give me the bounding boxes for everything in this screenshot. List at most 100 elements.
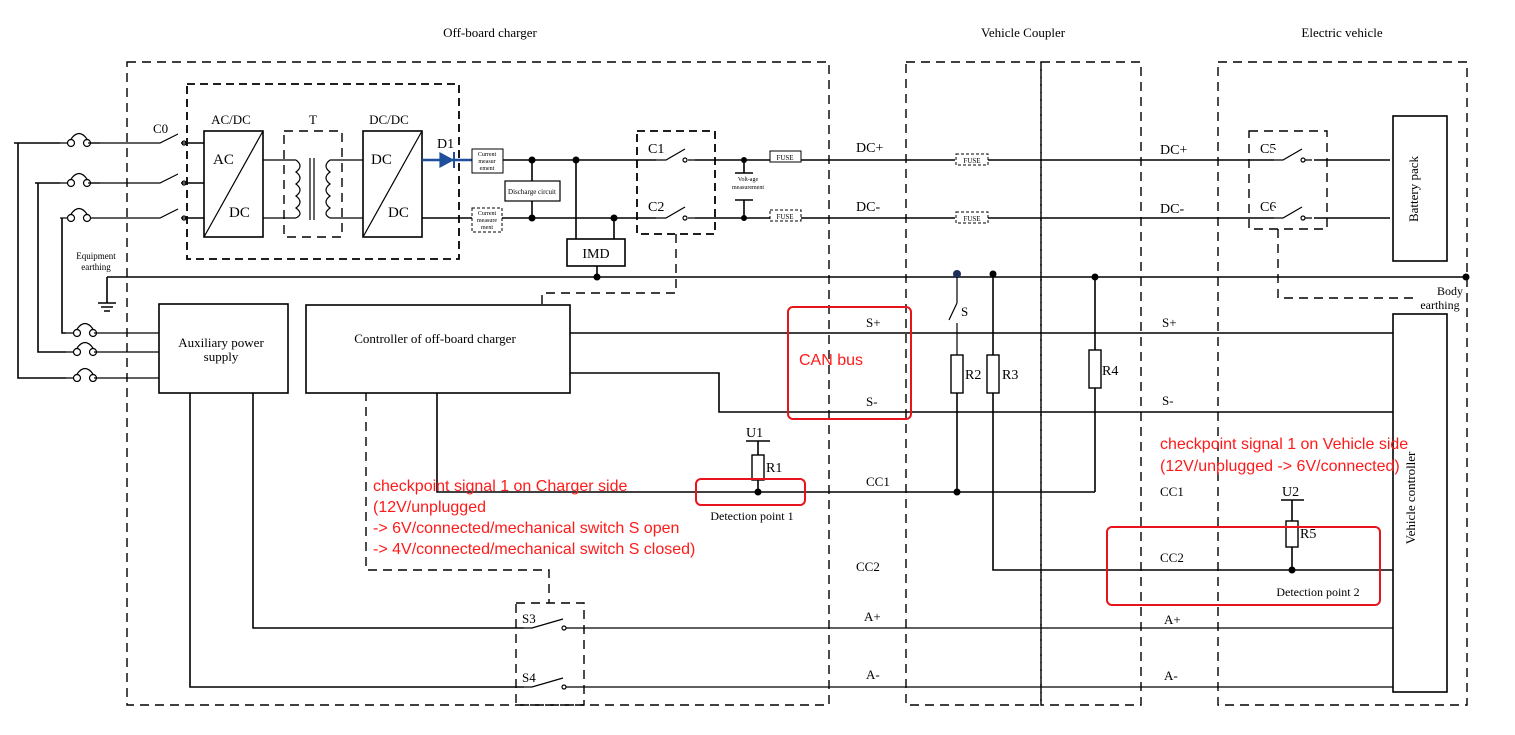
svg-text:measure: measure <box>477 218 497 224</box>
ac-input-wiring <box>14 132 204 383</box>
dc-minus-label-charger: DC- <box>856 200 880 215</box>
charger-controller <box>305 304 571 394</box>
dcdc-dc-bottom-label: DC <box>388 205 409 221</box>
cc2-label-vehicle: CC2 <box>1160 550 1184 565</box>
can-bus-annotation: CAN bus <box>799 352 863 369</box>
coupler-boundary-left <box>905 61 1042 706</box>
cc1-line <box>436 393 1095 493</box>
c1-c2-contactor-box <box>636 130 716 235</box>
dc-minus-label-vehicle: DC- <box>1160 202 1184 217</box>
imd-dashed-link <box>541 234 677 305</box>
svg-text:FUSE: FUSE <box>776 213 793 221</box>
section-title-vehicle: Electric vehicle <box>1301 25 1382 40</box>
svg-text:ement: ement <box>480 166 495 172</box>
imd-box <box>566 238 626 267</box>
c6-label: C6 <box>1260 200 1276 215</box>
svg-text:Current: Current <box>478 211 497 217</box>
battery-pack-label: Battery pack <box>1406 155 1421 222</box>
charger-side-line-3: -> 6V/connected/mechanical switch S open <box>373 520 679 537</box>
vehicle-boundary <box>1217 61 1468 706</box>
svg-text:R3: R3 <box>1002 368 1018 383</box>
resistor-r2 <box>950 354 964 394</box>
svg-text:R5: R5 <box>1300 527 1316 542</box>
detection-point-1-label: Detection point 1 <box>710 509 793 523</box>
svg-text:Discharge circuit: Discharge circuit <box>508 188 556 196</box>
svg-text:measur: measur <box>478 159 495 165</box>
detection-point-1-highlight <box>695 478 806 506</box>
current-measurement-2 <box>471 207 503 233</box>
s3-s4-switch-box <box>515 602 585 706</box>
equipment-earthing-label-1: Equipment <box>76 251 116 261</box>
svg-text:R1: R1 <box>766 461 782 476</box>
svg-text:supply: supply <box>204 349 239 364</box>
fuse-dc-minus-charger <box>769 209 802 222</box>
dc-plus-label-charger: DC+ <box>856 141 883 156</box>
switch-s-label: S <box>961 304 968 319</box>
can-bus-highlight <box>787 306 912 420</box>
charger-side-line-4: -> 4V/connected/mechanical switch S clos… <box>373 541 695 558</box>
dc-plus-label-vehicle: DC+ <box>1160 143 1187 158</box>
d1-label: D1 <box>437 137 454 152</box>
a-plus-line <box>252 393 524 629</box>
svg-text:ment: ment <box>481 225 493 231</box>
battery-pack <box>1392 115 1448 262</box>
charger-side-line-1: checkpoint signal 1 on Charger side <box>373 478 627 495</box>
vehicle-controller <box>1392 313 1448 693</box>
aux-power-supply <box>158 303 289 394</box>
svg-text:measurement: measurement <box>732 185 764 191</box>
svg-text:FUSE: FUSE <box>963 215 980 223</box>
cc1-label-vehicle: CC1 <box>1160 484 1184 499</box>
svg-text:Auxiliary power: Auxiliary power <box>178 335 264 350</box>
c5-c6-dashed-link <box>1277 229 1415 299</box>
resistor-r1 <box>751 454 765 481</box>
section-title-coupler: Vehicle Coupler <box>981 25 1066 40</box>
c2-label: C2 <box>648 200 664 215</box>
fuse-dc-minus-coupler <box>955 211 989 224</box>
charger-boundary <box>126 61 830 706</box>
detection-point-2-label: Detection point 2 <box>1276 585 1359 599</box>
transformer-label: T <box>309 112 317 127</box>
controller-label: Controller of off-board charger <box>354 331 516 346</box>
diode-icon <box>422 151 472 169</box>
svg-text:FUSE: FUSE <box>776 154 793 162</box>
fuse-dc-plus-charger <box>769 150 802 163</box>
a-minus-label-charger: A- <box>866 667 880 682</box>
svg-text:Current: Current <box>478 152 497 158</box>
resistor-r5 <box>1285 520 1299 548</box>
transformer-coil-icon <box>263 158 363 220</box>
resistor-r3 <box>986 354 1000 394</box>
a-plus-label-vehicle: A+ <box>1164 612 1181 627</box>
c1-label: C1 <box>648 142 664 157</box>
cc1-label-charger: CC1 <box>866 474 890 489</box>
u1-label: U1 <box>746 426 763 441</box>
svg-text:FUSE: FUSE <box>963 157 980 165</box>
current-measurement-1 <box>471 148 504 174</box>
resistor-r4 <box>1088 349 1102 389</box>
vehicle-controller-label: Vehicle controller <box>1403 451 1418 544</box>
body-earthing-label-2: earthing <box>1420 298 1459 312</box>
s-minus-label-vehicle: S- <box>1162 393 1174 408</box>
vehicle-side-line-2: (12V/unplugged -> 6V/connected) <box>1160 458 1400 475</box>
ground-symbol <box>98 277 116 312</box>
svg-text:R2: R2 <box>965 368 981 383</box>
s-minus-label-charger: S- <box>866 394 878 409</box>
coupler-boundary-right <box>1040 61 1142 706</box>
body-earthing-label-1: Body <box>1437 284 1463 298</box>
dcdc-dc-top-label: DC <box>371 152 392 168</box>
imd-label: IMD <box>582 247 609 262</box>
svg-text:Volt-age: Volt-age <box>738 177 759 183</box>
discharge-circuit <box>504 180 561 202</box>
section-title-charger: Off-board charger <box>443 25 537 40</box>
a-minus-label-vehicle: A- <box>1164 668 1178 683</box>
fuse-dc-plus-coupler <box>955 153 989 166</box>
s4-label: S4 <box>522 670 536 685</box>
s-plus-label-vehicle: S+ <box>1162 315 1177 330</box>
equipment-earthing-label-2: earthing <box>81 262 111 272</box>
transformer-boundary <box>283 130 343 238</box>
charger-side-line-2: (12V/unplugged <box>373 499 486 516</box>
c5-label: C5 <box>1260 142 1276 157</box>
dcdc-label: DC/DC <box>369 112 409 127</box>
c5-c6-contactor-box <box>1248 130 1328 230</box>
ac-label: AC <box>213 152 234 168</box>
